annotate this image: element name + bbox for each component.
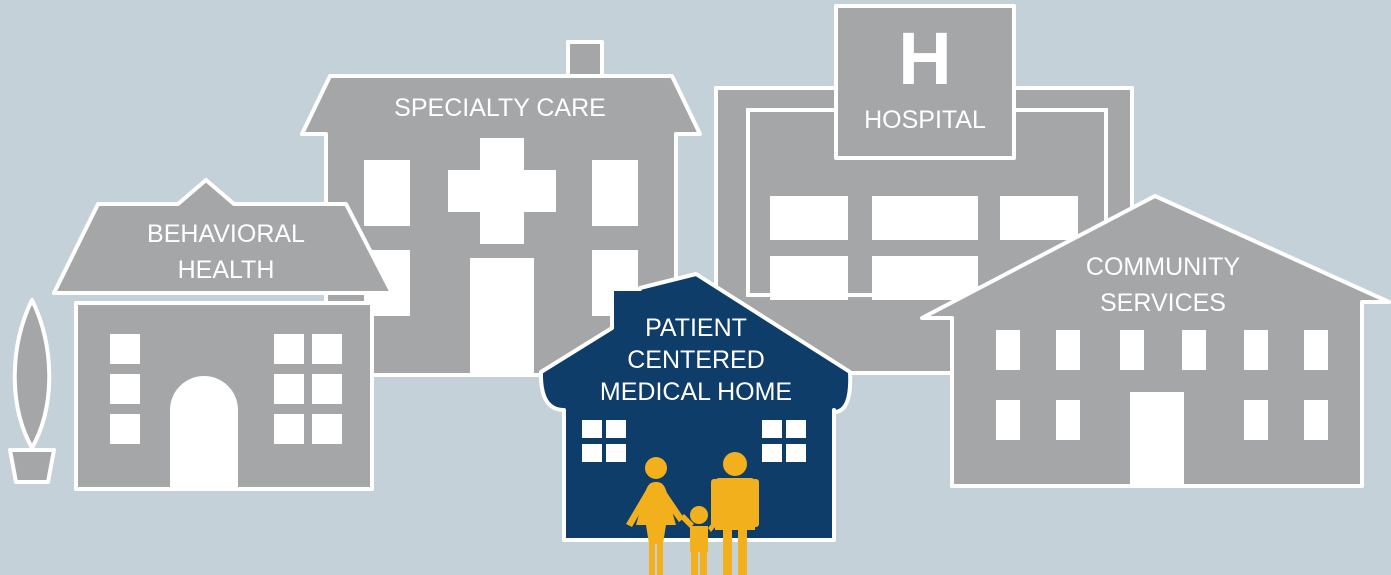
- medical-cross-icon: [448, 138, 556, 244]
- mother-arm: [626, 485, 652, 527]
- home-window: [786, 444, 806, 462]
- home-body: [538, 272, 853, 542]
- behavioral-window: [274, 414, 304, 444]
- father-arm: [711, 479, 718, 527]
- hospital-label: HOSPITAL: [864, 106, 986, 134]
- community-label-line2: SERVICES: [1100, 289, 1226, 317]
- behavioral-window: [312, 334, 342, 364]
- hospital-window: [872, 256, 978, 300]
- community-window: [1244, 330, 1268, 370]
- home-window: [582, 420, 602, 438]
- community-window: [1304, 330, 1328, 370]
- family-icon: [626, 452, 759, 575]
- community-window: [1120, 330, 1144, 370]
- community-window: [1244, 400, 1268, 440]
- specialty-window: [364, 160, 410, 226]
- specialty-window: [592, 160, 638, 226]
- community-window: [1304, 400, 1328, 440]
- hospital-window: [1000, 196, 1078, 240]
- mother-leg: [649, 540, 655, 575]
- behavioral-window: [312, 414, 342, 444]
- community-label-line1: COMMUNITY: [1086, 253, 1240, 281]
- hospital-window: [770, 196, 848, 240]
- home-window: [786, 420, 806, 438]
- plant-pot: [8, 448, 56, 484]
- community-window: [1056, 400, 1080, 440]
- father-head: [723, 452, 747, 476]
- community-door: [1130, 392, 1184, 486]
- pcmh-label-line2: CENTERED: [627, 346, 765, 374]
- child-leg: [700, 550, 707, 575]
- community-window: [1056, 330, 1080, 370]
- home-window: [762, 420, 782, 438]
- community-window: [996, 400, 1020, 440]
- behavioral-window: [274, 334, 304, 364]
- behavioral-window: [110, 374, 140, 404]
- father-leg: [723, 528, 732, 575]
- behavioral-roof: [52, 178, 394, 295]
- specialty-care-label: SPECIALTY CARE: [394, 94, 606, 122]
- hospital-window: [872, 196, 978, 240]
- child-leg: [691, 550, 698, 575]
- child-body: [690, 526, 708, 552]
- child-arm: [708, 518, 720, 532]
- community-services-building: COMMUNITY SERVICES: [920, 194, 1391, 488]
- mother-leg: [657, 540, 663, 575]
- father-leg: [738, 528, 747, 575]
- hospital-window: [770, 256, 848, 300]
- father-arm: [752, 479, 759, 527]
- child-arm: [680, 514, 694, 528]
- hospital-building: H HOSPITAL: [714, 4, 1134, 375]
- home-window: [582, 444, 602, 462]
- behavioral-label-line1: BEHAVIORAL: [147, 220, 305, 248]
- specialty-door: [470, 258, 534, 374]
- pcmh-label-line3: MEDICAL HOME: [600, 378, 792, 406]
- plant-icon: [8, 298, 56, 484]
- pcmh-label-line1: PATIENT: [645, 314, 747, 342]
- child-head: [690, 506, 708, 524]
- mother-arm: [659, 487, 684, 522]
- hospital-sign: [834, 4, 1016, 160]
- behavioral-window: [110, 334, 140, 364]
- community-window: [996, 330, 1020, 370]
- patient-centered-medical-home: PATIENT CENTERED MEDICAL HOME: [538, 272, 853, 575]
- behavioral-arched-door: [170, 376, 238, 487]
- father-body: [715, 478, 755, 530]
- behavioral-window: [274, 374, 304, 404]
- hospital-letter: H: [898, 17, 951, 100]
- community-window: [1182, 330, 1206, 370]
- behavioral-health-building: BEHAVIORAL HEALTH: [52, 178, 394, 491]
- behavioral-label-line2: HEALTH: [178, 256, 275, 284]
- behavioral-window: [312, 374, 342, 404]
- home-window: [606, 444, 626, 462]
- home-window: [606, 420, 626, 438]
- home-window: [762, 444, 782, 462]
- behavioral-window: [110, 414, 140, 444]
- mother-head: [645, 457, 667, 479]
